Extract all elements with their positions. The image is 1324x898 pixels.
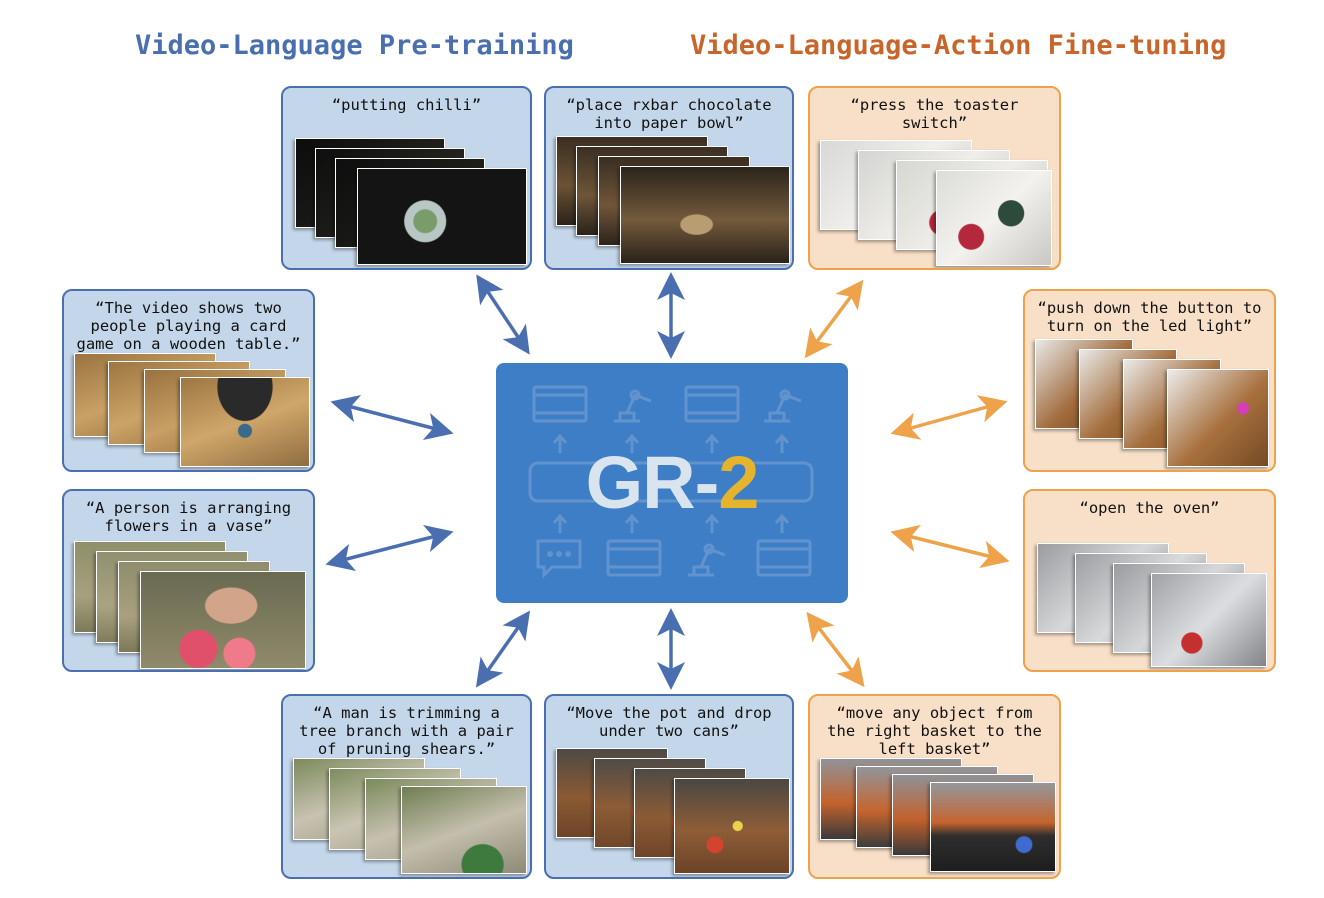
card-rxbar: “place rxbar chocolate into paper bowl” [544, 86, 794, 270]
film-strip-icon [532, 385, 588, 423]
caption: “place rxbar chocolate into paper bowl” [566, 96, 772, 132]
caption: “A person is arranging flowers in a vase… [85, 499, 292, 535]
robot-arm-icon [764, 389, 802, 423]
card-basket: “move any object from the right basket t… [808, 694, 1061, 879]
card-pot: “Move the pot and drop under two cans” [544, 694, 794, 879]
film-strip-icon [756, 539, 812, 577]
arrow-toaster [804, 279, 864, 359]
card-tree: “A man is trimming a tree branch with a … [281, 694, 532, 879]
caption: “open the oven” [1079, 499, 1220, 517]
video-frame-stack [820, 140, 1052, 266]
pretraining-heading: Video-Language Pre-training [135, 30, 574, 61]
video-frame-stack [820, 758, 1056, 872]
caption: “A man is trimming a tree branch with a … [299, 704, 514, 758]
card-toaster: “press the toaster switch” [808, 86, 1061, 270]
film-strip-icon [606, 539, 662, 577]
caption: “Move the pot and drop under two cans” [566, 704, 772, 740]
video-frame-stack [556, 748, 790, 874]
caption: “push down the button to turn on the led… [1037, 299, 1262, 335]
gr2-logo-prefix: GR- [585, 441, 720, 524]
finetuning-heading: Video-Language-Action Fine-tuning [690, 30, 1227, 61]
arrow-led-light [890, 395, 1008, 440]
video-frame-stack [293, 758, 527, 874]
robot-arm-icon [614, 389, 652, 423]
film-strip-icon [684, 385, 740, 423]
caption: “move any object from the right basket t… [827, 704, 1042, 758]
card-putting-chilli: “putting chilli” [281, 86, 532, 270]
model-architecture-icons [528, 385, 814, 579]
robot-arm-icon [688, 543, 726, 577]
video-frame-stack [295, 138, 527, 265]
caption: “press the toaster switch” [850, 96, 1019, 132]
caption: “putting chilli” [331, 96, 482, 114]
gr2-logo-number: 2 [718, 441, 759, 524]
card-led-light: “push down the button to turn on the led… [1023, 289, 1276, 472]
card-flowers: “A person is arranging flowers in a vase… [62, 489, 315, 672]
arrow-basket [806, 611, 865, 688]
video-frame-stack [1037, 543, 1267, 667]
video-frame-stack [74, 353, 310, 467]
arrow-flowers [325, 524, 454, 572]
video-frame-stack [74, 541, 306, 669]
speech-bubble-icon [536, 539, 582, 579]
card-card-game: “The video shows two people playing a ca… [62, 289, 315, 472]
card-oven: “open the oven” [1023, 489, 1276, 672]
arrow-oven [890, 524, 1010, 569]
caption: “The video shows two people playing a ca… [76, 299, 301, 353]
video-frame-stack [1035, 339, 1269, 467]
gr2-model-box [496, 363, 848, 603]
video-frame-stack [556, 136, 790, 264]
arrow-putting-chilli [476, 274, 530, 355]
arrow-card-game [330, 394, 454, 441]
arrow-tree [475, 610, 531, 688]
gr2-logo: GR-2 [496, 446, 848, 520]
